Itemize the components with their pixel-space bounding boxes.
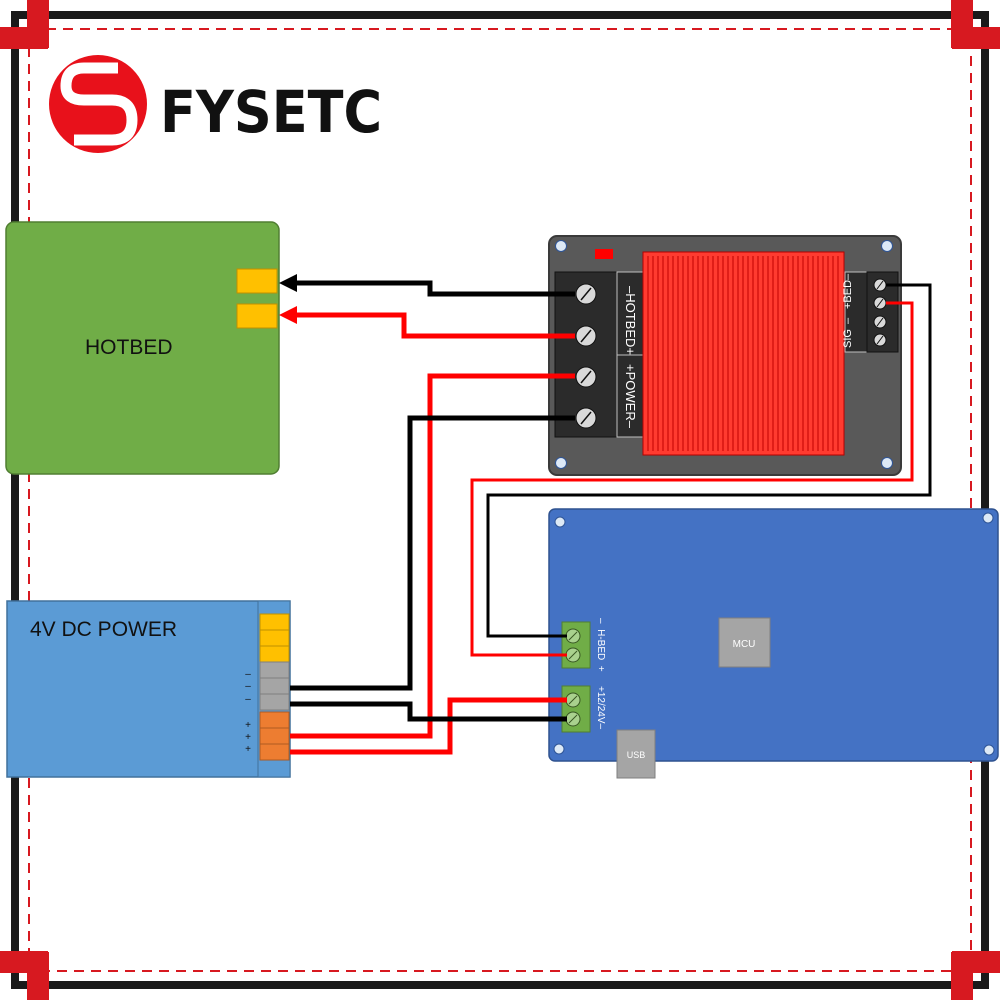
signal-minus-label: – [842,317,854,324]
psu-terminal-negative [259,693,290,711]
hotbed-label: HOTBED [85,336,173,359]
wire-board-positive [290,697,567,755]
bed-signal-label: +BED– [842,273,854,309]
mount-hole-icon [553,743,565,755]
arrow-head-icon [279,306,297,324]
power-supply: 4V DC POWER – – – + + + [6,600,291,778]
wire-hotbed-positive [285,312,575,339]
psu-terminal-negative [259,677,290,695]
psu-sign: + [245,720,251,731]
hotbed-terminal-negative [236,268,278,294]
mount-hole-icon [982,512,994,524]
psu-sign: + [245,744,251,755]
mount-hole-icon [881,240,893,252]
mount-hole-icon [555,457,567,469]
hotbed: HOTBED [5,221,280,475]
psu-sign: – [245,681,251,692]
hotbed-terminal-label: –HOTBED+ [623,286,638,355]
signal-screw-icon [873,278,887,347]
psu-sign: – [245,669,251,680]
psu-terminal-positive [259,711,290,729]
usb-label: USB [627,750,646,760]
mount-hole-icon [554,516,566,528]
psu-terminal-positive [259,727,290,745]
controller-board: MCU USB – H-BED + – H-BED + +12/24V– +12… [533,508,999,779]
power-supply-label: 4V DC POWER [30,618,177,641]
mount-hole-icon [983,744,995,756]
status-led [595,249,613,259]
mount-hole-icon [555,240,567,252]
heatsink-fins [647,256,839,451]
psu-sign: – [245,694,251,705]
wire-board-negative [290,701,567,722]
sig-label: SIG [842,329,854,348]
hotbed-terminal-positive [236,303,278,329]
psu-terminal-positive [259,743,290,761]
mount-hole-icon [881,457,893,469]
wire-signal-positive [470,301,914,657]
psu-sign: + [245,732,251,743]
power-label-right: +12/24V– [595,686,606,730]
wire-hotbed-negative [285,280,575,297]
screw-icon [575,283,597,429]
brand-logo: FYSETC [49,55,382,153]
usb-port [616,729,656,779]
wire-signal-negative [486,283,932,638]
wire-power-positive [290,373,575,739]
wire-power-negative [290,415,575,691]
brand-name: FYSETC [160,78,382,146]
hbed-label-left: – H-BED + [533,618,544,672]
mcu-chip [718,617,771,668]
psu-terminal-negative [259,661,290,679]
hbed-label-right: – H-BED + [595,618,606,672]
arrow-head-icon [279,274,297,292]
mcu-label: MCU [733,639,756,650]
power-terminal-label: +POWER– [623,364,638,429]
mosfet-module: –HOTBED+ +POWER– +BED– – SIG [548,235,902,476]
connector-screw-icon [565,692,581,727]
power-label-left: +12/24V– [533,686,544,730]
wires [279,274,932,755]
connector-screw-icon [565,628,581,663]
